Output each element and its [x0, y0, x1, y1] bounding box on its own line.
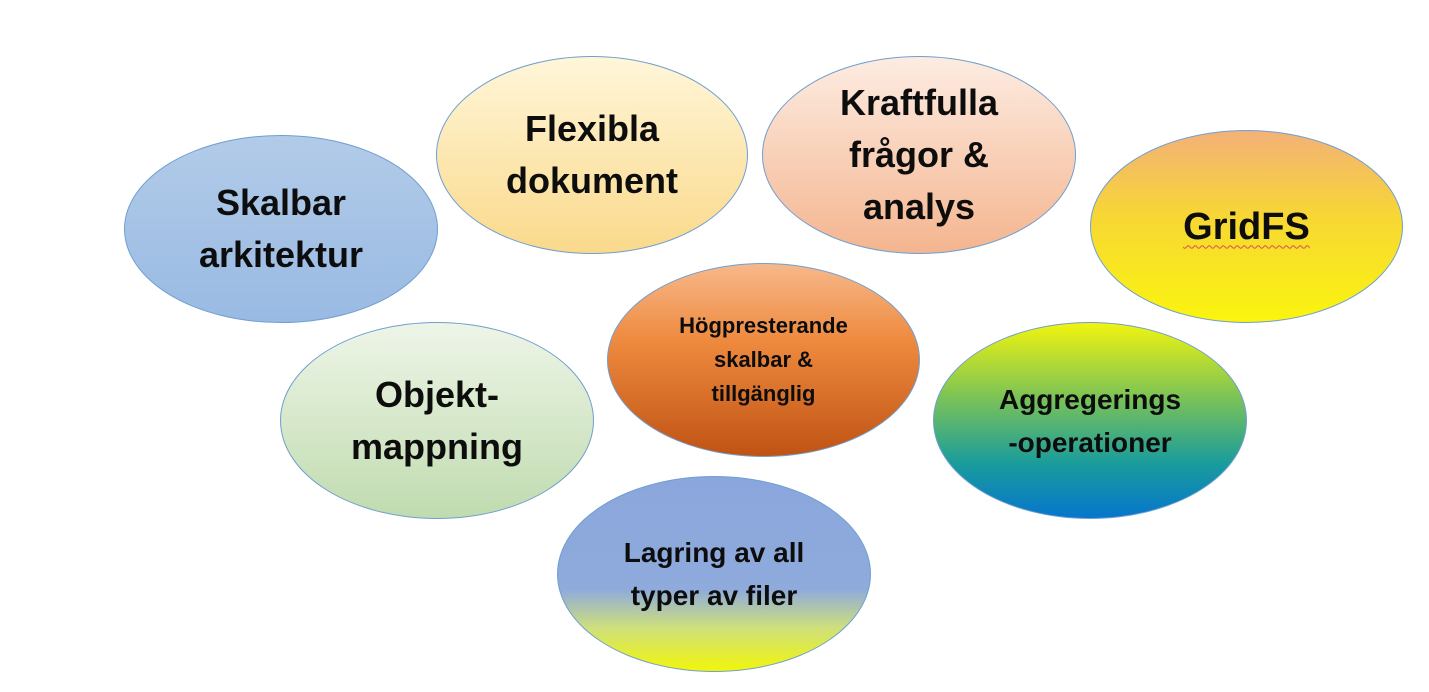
node-gridfs: GridFS	[1090, 130, 1403, 323]
node-label: Skalbar arkitektur	[198, 182, 364, 275]
node-skalbar-arkitektur: Skalbar arkitektur	[124, 135, 438, 323]
node-label: Kraftfulla frågor & analys	[839, 82, 998, 227]
node-kraftfulla-fragor-analys: Kraftfulla frågor & analys	[762, 56, 1076, 254]
node-label: GridFS	[1183, 205, 1310, 248]
node-label: Flexibla dokument	[505, 108, 678, 201]
node-label: Aggregerings -operationer	[998, 383, 1182, 458]
node-label: Lagring av all typer av filer	[623, 537, 805, 611]
node-aggregerings-operationer: Aggregerings -operationer	[933, 322, 1247, 519]
node-label: Objekt- mappning	[351, 373, 523, 467]
node-flexibla-dokument: Flexibla dokument	[436, 56, 748, 254]
node-hogpresterande: Högpresterande skalbar & tillgänglig	[607, 263, 920, 457]
node-lagring-av-filer: Lagring av all typer av filer	[557, 476, 871, 672]
node-label: Högpresterande skalbar & tillgänglig	[679, 313, 848, 406]
node-objekt-mappning: Objekt- mappning	[280, 322, 594, 519]
